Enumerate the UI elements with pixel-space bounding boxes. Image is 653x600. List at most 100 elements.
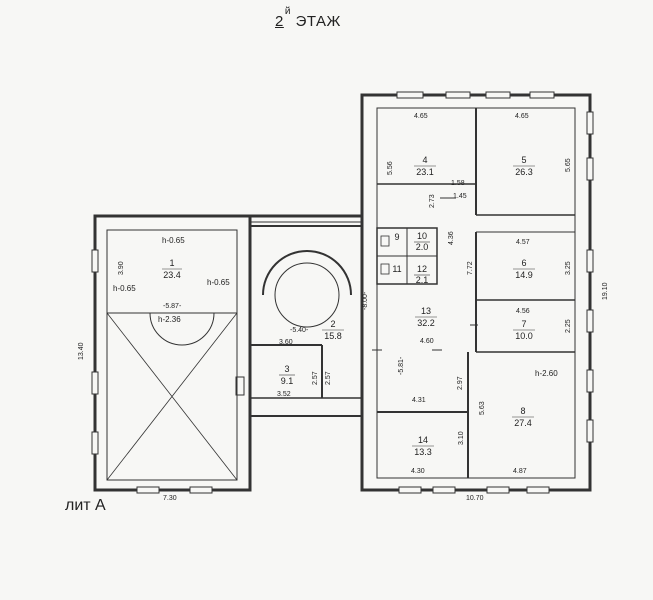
room-14-number: 14 (418, 435, 428, 445)
dim-730: 7.30 (163, 495, 177, 502)
room-8-number: 8 (520, 406, 525, 416)
dim-587: -5.87- (163, 303, 182, 310)
dim-h065-right: h-0.65 (207, 278, 230, 287)
window-bottom-3 (486, 486, 510, 494)
dim-457: 4.57 (516, 239, 530, 246)
floor-suffix: й (284, 6, 291, 17)
room-2-number: 2 (330, 319, 335, 329)
left-wing-inner-wall (106, 229, 238, 481)
window-top-3 (485, 91, 511, 99)
room-3-area: 9.1 (281, 376, 294, 386)
window-bottom-left-2 (189, 486, 213, 494)
dim-456: 4.56 (516, 308, 530, 315)
window-bottom-2 (432, 486, 456, 494)
dim-room5-side: 5.65 (565, 158, 572, 172)
window-right-3 (586, 249, 594, 273)
dim-460: 4.60 (420, 338, 434, 345)
floor-word: ЭТАЖ (295, 13, 341, 30)
room-13-area: 32.2 (417, 318, 435, 328)
floor-number: 2 (275, 13, 284, 30)
dim-257-b: 2.57 (325, 371, 332, 385)
room-3-number: 3 (284, 364, 289, 374)
dim-310: 3.10 (458, 431, 465, 445)
dim-563: 5.63 (479, 401, 486, 415)
window-bottom-1 (398, 486, 422, 494)
window-left-2 (91, 371, 99, 395)
window-right-1 (586, 111, 594, 135)
dim-1340: 13.40 (78, 342, 85, 360)
dim-540: -5.40- (290, 327, 309, 334)
dim-487: 4.87 (513, 468, 527, 475)
window-left-1 (91, 249, 99, 273)
window-left-3 (91, 431, 99, 455)
room-6-area: 14.9 (515, 270, 533, 280)
room-5-number: 5 (521, 155, 526, 165)
wc-label-bottom: 11 (392, 264, 401, 274)
dim-1070: 10.70 (466, 495, 484, 502)
dim-145: 1.45 (453, 193, 467, 200)
window-bottom-left-1 (136, 486, 160, 494)
dim-430: 4.30 (411, 468, 425, 475)
dim-325: 3.25 (565, 261, 572, 275)
dim-352: 3.52 (277, 391, 291, 398)
window-mark-left (235, 376, 245, 396)
window-right-6 (586, 419, 594, 443)
dim-h260: h-2.60 (535, 369, 558, 378)
dim-273: 2.73 (429, 194, 436, 208)
dim-room4-side: 5.56 (387, 161, 394, 175)
dim-h236: h-2.36 (158, 315, 181, 324)
room-1-area: 23.4 (163, 270, 181, 280)
floor-title: 2й ЭТАЖ (275, 6, 341, 30)
window-top-2 (445, 91, 471, 99)
dim-390: 3.90 (118, 261, 125, 275)
toilet-fixture-2 (380, 263, 390, 275)
dim-360: 3.60 (279, 339, 293, 346)
room-10-area: 2.0 (416, 242, 429, 252)
dim-top-right: 4.65 (515, 113, 529, 120)
stair-outer-arc (262, 250, 352, 296)
window-top-1 (396, 91, 424, 99)
stair-block-wall (249, 225, 363, 417)
room-13-number: 13 (421, 306, 431, 316)
room-7-number: 7 (521, 319, 526, 329)
dim-h065-left: h-0.65 (113, 284, 136, 293)
dim-158: 1.58 (451, 180, 465, 187)
room-4-area: 23.1 (416, 167, 434, 177)
dim-297: 2.97 (457, 376, 464, 390)
dim-225: 2.25 (565, 319, 572, 333)
dim-h065-top: h-0.65 (162, 236, 185, 245)
room-14-area: 13.3 (414, 447, 432, 457)
room-1-number: 1 (169, 258, 174, 268)
room-6-number: 6 (521, 258, 526, 268)
dim-top-left: 4.65 (414, 113, 428, 120)
room-4-number: 4 (422, 155, 427, 165)
window-top-4 (529, 91, 555, 99)
dim-1910: 19.10 (602, 282, 609, 300)
window-right-4 (586, 309, 594, 333)
room-2-area: 15.8 (324, 331, 342, 341)
window-right-5 (586, 369, 594, 393)
dim-800: -8.00- (362, 291, 369, 310)
void-cross-line-b (106, 312, 238, 481)
window-right-2 (586, 157, 594, 181)
room-10-number: 10 (417, 231, 427, 241)
building-label: лит А (65, 497, 106, 514)
room-8-area: 27.4 (514, 418, 532, 428)
room-7-area: 10.0 (515, 331, 533, 341)
window-bottom-4 (526, 486, 550, 494)
room-12-area: 2.1 (416, 275, 429, 285)
dim-436: 4.36 (448, 231, 455, 245)
wc-label-top: 9 (394, 232, 399, 242)
dim-257-a: 2.57 (312, 371, 319, 385)
stair-core-circle (274, 262, 340, 328)
toilet-fixture-1 (380, 235, 390, 247)
room-5-area: 26.3 (515, 167, 533, 177)
right-block-outer-wall (360, 93, 592, 492)
room-12-number: 12 (417, 264, 427, 274)
dim-581: -5.81- (398, 356, 405, 375)
arch-curve (149, 312, 215, 346)
dim-772: 7.72 (467, 261, 474, 275)
dim-431: 4.31 (412, 397, 426, 404)
